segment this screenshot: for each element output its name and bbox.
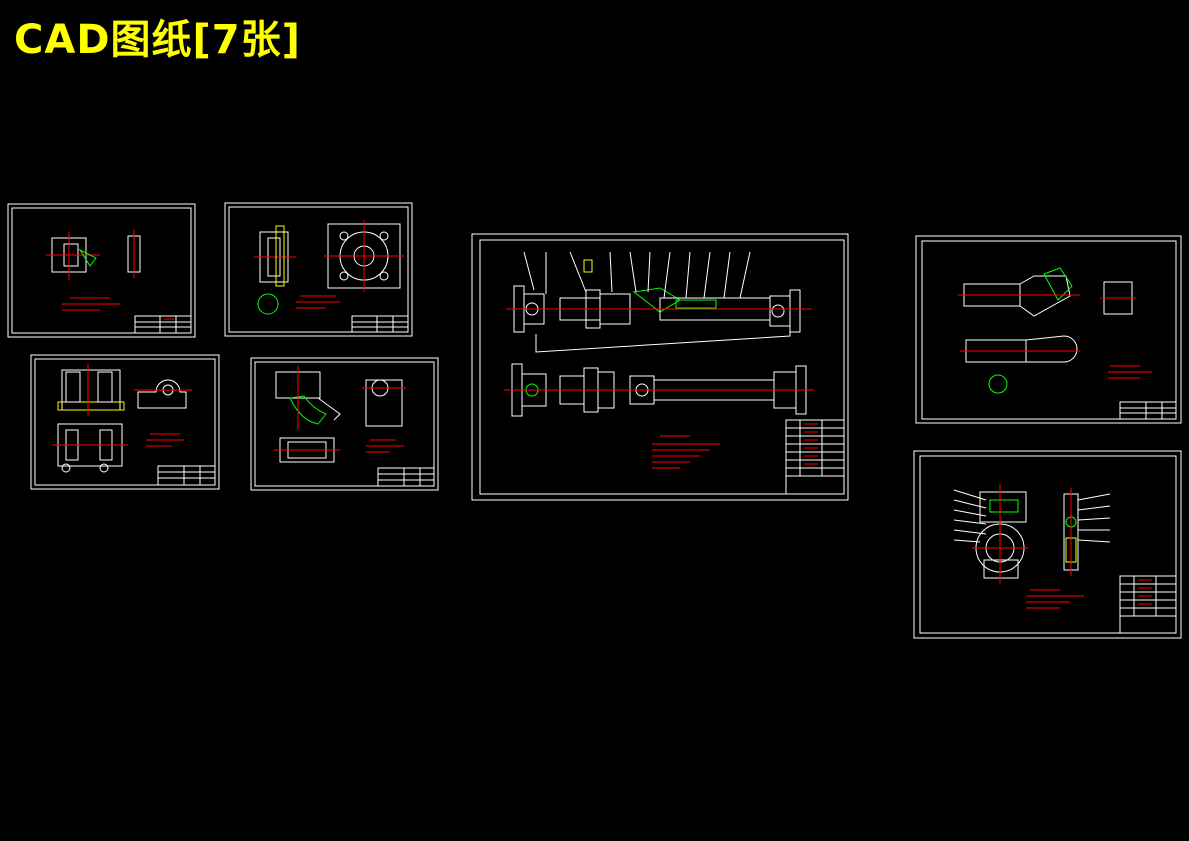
technical-notes bbox=[652, 435, 720, 469]
parts-list-table bbox=[785, 419, 845, 495]
part-view bbox=[274, 366, 406, 463]
sheet-outer-border bbox=[471, 233, 849, 501]
sheet-inner-border bbox=[228, 206, 409, 333]
title-block bbox=[1119, 401, 1177, 420]
sheet-outer-border bbox=[913, 450, 1182, 639]
part-view bbox=[958, 267, 1136, 394]
drawing-sheet-5[interactable] bbox=[471, 233, 849, 501]
technical-notes bbox=[296, 295, 340, 309]
assembly-view-bottom bbox=[504, 363, 814, 417]
sheet-inner-border bbox=[11, 207, 192, 334]
sheet-inner-border bbox=[921, 240, 1177, 420]
technical-notes bbox=[1026, 589, 1084, 609]
technical-notes bbox=[366, 439, 404, 453]
sheet-inner-border bbox=[479, 239, 845, 495]
drawing-sheet-2[interactable] bbox=[224, 202, 413, 337]
technical-notes bbox=[62, 297, 120, 311]
parts-list-table bbox=[1119, 575, 1177, 634]
drawing-sheet-1[interactable] bbox=[7, 203, 196, 338]
drawing-sheet-4[interactable] bbox=[250, 357, 439, 491]
title-block bbox=[134, 315, 192, 334]
drawing-sheet-6[interactable] bbox=[915, 235, 1182, 424]
sheet-outer-border bbox=[224, 202, 413, 337]
sheet-inner-border bbox=[254, 361, 435, 487]
drawing-sheet-7[interactable] bbox=[913, 450, 1182, 639]
assembly-view bbox=[953, 484, 1111, 584]
technical-notes bbox=[1108, 365, 1152, 379]
technical-notes bbox=[146, 433, 184, 447]
title-block bbox=[351, 315, 409, 333]
page-title: CAD图纸[7张] bbox=[14, 17, 301, 63]
sheet-inner-border bbox=[919, 455, 1177, 634]
title-block bbox=[157, 465, 216, 486]
sheet-outer-border bbox=[250, 357, 439, 491]
part-view bbox=[46, 230, 141, 280]
part-view bbox=[254, 220, 404, 315]
sheet-inner-border bbox=[34, 358, 216, 486]
title-block bbox=[377, 467, 435, 487]
part-view bbox=[52, 364, 192, 473]
drawing-sheet-3[interactable] bbox=[30, 354, 220, 490]
assembly-view-top bbox=[506, 251, 812, 353]
sheet-outer-border bbox=[30, 354, 220, 490]
sheet-outer-border bbox=[7, 203, 196, 338]
sheet-outer-border bbox=[915, 235, 1182, 424]
